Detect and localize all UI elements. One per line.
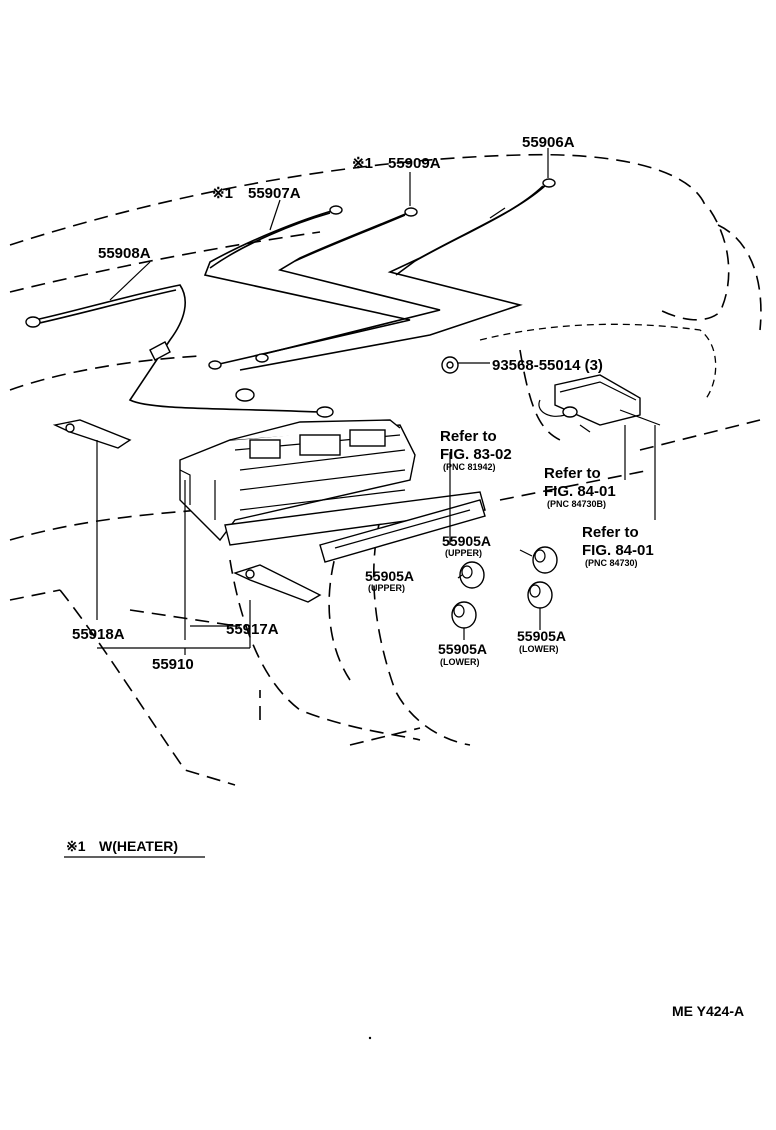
label-55905A-upper-left: 55905A bbox=[365, 568, 414, 584]
label-upper-right: (UPPER) bbox=[445, 548, 482, 558]
control-panel-plate bbox=[319, 499, 486, 563]
note-mark-55907A: ※1 bbox=[212, 185, 233, 202]
label-55905A-upper-right: 55905A bbox=[442, 533, 491, 549]
footnote-text: W(HEATER) bbox=[99, 838, 178, 854]
label-upper-left: (UPPER) bbox=[368, 583, 405, 593]
refer-8302-line1: Refer to bbox=[440, 428, 497, 445]
refer-8302-pnc: (PNC 81942) bbox=[443, 462, 496, 472]
refer-8401b-line1: Refer to bbox=[582, 524, 639, 541]
footnote-note-mark: ※1 bbox=[66, 838, 86, 854]
label-55907A: 55907A bbox=[248, 185, 301, 202]
label-55905A-lower-right: 55905A bbox=[517, 628, 566, 644]
refer-8302-line2: FIG. 83-02 bbox=[440, 446, 512, 463]
refer-8401a-pnc: (PNC 84730B) bbox=[547, 499, 606, 509]
footnote: ※1 W(HEATER) bbox=[64, 838, 205, 858]
label-55905A-lower-left: 55905A bbox=[438, 641, 487, 657]
knob-lower-left bbox=[451, 601, 477, 629]
refer-8401b-pnc: (PNC 84730) bbox=[585, 558, 638, 568]
label-55909A: 55909A bbox=[388, 155, 441, 172]
refer-8401a-line2: FIG. 84-01 bbox=[544, 483, 616, 500]
label-55918A: 55918A bbox=[72, 626, 125, 643]
dashboard-outline bbox=[9, 153, 762, 786]
heater-control-unit bbox=[179, 419, 486, 546]
refer-8401a-line1: Refer to bbox=[544, 465, 601, 482]
label-lower-left: (LOWER) bbox=[440, 657, 480, 667]
note-mark-55909A: ※1 bbox=[352, 155, 373, 172]
label-lower-right: (LOWER) bbox=[519, 644, 559, 654]
knob-upper-right bbox=[532, 546, 558, 574]
label-55917A: 55917A bbox=[226, 621, 279, 638]
bracket-55918A bbox=[52, 419, 132, 449]
clip-93568 bbox=[441, 356, 490, 374]
figure-id: ME Y424-A bbox=[672, 1003, 744, 1019]
leader-lines bbox=[96, 148, 656, 655]
control-cables bbox=[25, 178, 556, 418]
blower-switch bbox=[538, 374, 661, 433]
label-55906A: 55906A bbox=[522, 134, 575, 151]
label-93568: 93568-55014 (3) bbox=[492, 357, 603, 374]
refer-8401b-line2: FIG. 84-01 bbox=[582, 542, 654, 559]
knob-upper-left bbox=[459, 561, 485, 589]
knob-lower-right bbox=[527, 581, 553, 609]
label-55910: 55910 bbox=[152, 656, 194, 673]
bracket-55917A bbox=[233, 564, 322, 603]
label-55908A: 55908A bbox=[98, 245, 151, 262]
